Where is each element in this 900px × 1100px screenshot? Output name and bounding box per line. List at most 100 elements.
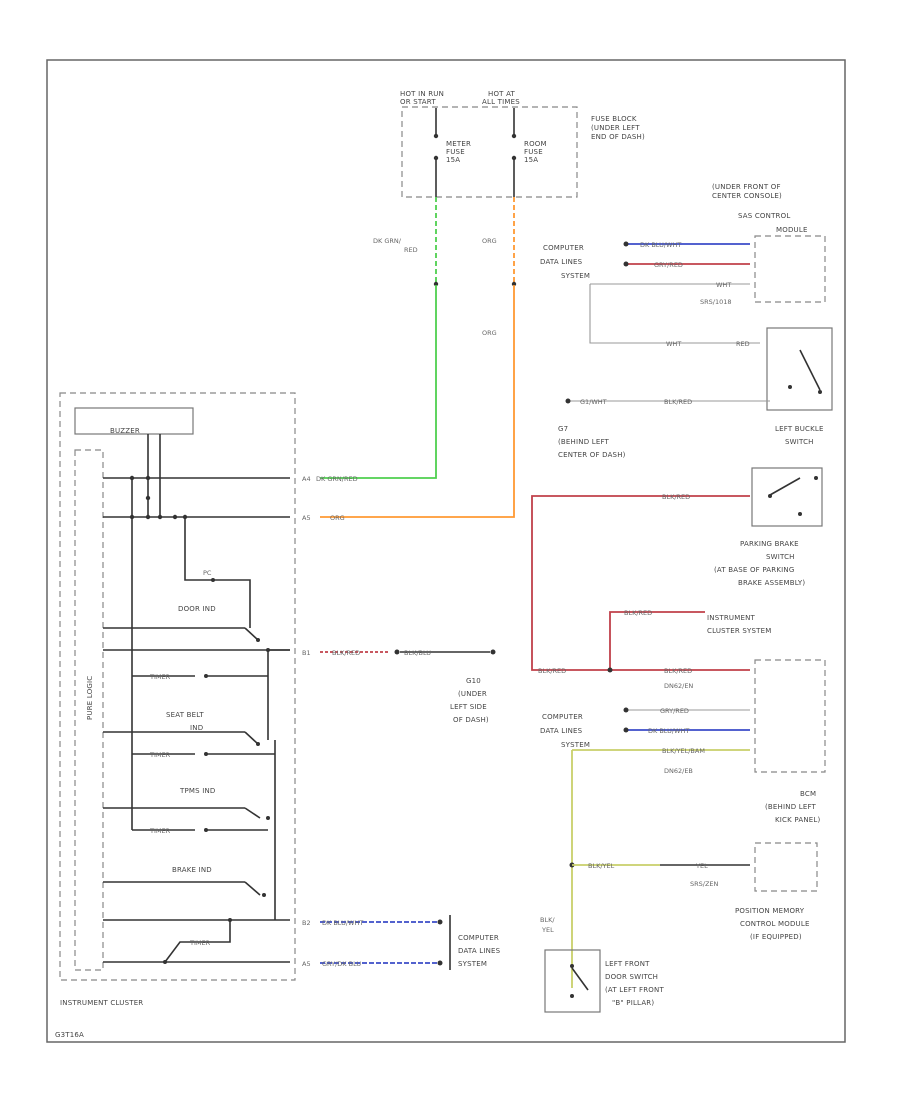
blk-yel-label-2: YEL: [541, 926, 554, 934]
instr-cluster-sys-label: INSTRUMENT: [707, 614, 756, 622]
ground-loc-label-2: CENTER OF DASH): [558, 451, 626, 459]
ind-pin-label: PC: [203, 569, 212, 577]
left-buckle-label: LEFT BUCKLE: [775, 425, 824, 433]
g10-loc-label-3: LEFT SIDE: [450, 703, 487, 711]
pin-b-label-2: A5: [302, 960, 311, 968]
buzzer-label: BUZZER: [110, 427, 140, 435]
bottom-wire-1-label: DK BLU/WHT: [322, 919, 363, 927]
door-switch-label-4: "B" PILLAR): [612, 999, 654, 1007]
pos-module-label: POSITION MEMORY: [735, 907, 805, 915]
pos-wire-1-label: BLK/YEL: [588, 862, 615, 870]
seat-belt-ind-label: SEAT BELT: [166, 711, 204, 719]
wire-label-dkgrn-red: DK GRN/: [373, 237, 402, 245]
cdl-label-1b: DATA LINES: [540, 258, 583, 266]
cdl2-wire-2-label: DK BLU/WHT: [648, 727, 689, 735]
instrument-cluster: BUZZER PURE LOGIC PC A4 DK GRN/RED A5 OR…: [59, 392, 358, 1007]
position-memory-module: BLK/YEL YEL SRS/ZEN POSITION MEMORY CONT…: [540, 750, 818, 988]
g10-label: BLK/BLU: [404, 649, 431, 657]
meter-fuse-label-2: FUSE: [446, 148, 465, 156]
bcm-conn-b-label: DN62/EB: [664, 767, 693, 775]
srs-wire-2-label: GRY/RED: [654, 261, 683, 269]
bcm-loc-label-2: KICK PANEL): [775, 816, 820, 824]
brake-ind-label: BRAKE IND: [172, 866, 212, 874]
ground-wire-label: BLK/RED: [664, 398, 692, 406]
cdl-label-2b: DATA LINES: [540, 727, 583, 735]
meter-fuse-label: METER: [446, 140, 471, 148]
srs-wire-1-label: DK BLU/WHT: [640, 241, 681, 249]
pin-b-label: A5: [302, 514, 311, 522]
room-fuse-label-2: FUSE: [524, 148, 543, 156]
diagram-id: G3T16A: [55, 1031, 84, 1039]
timer-label-1: TIMER: [149, 673, 171, 681]
wire-label-org-1: ORG: [482, 237, 497, 245]
cdl-label-3b: DATA LINES: [458, 947, 501, 955]
srs-control-module: (UNDER FRONT OF CENTER CONSOLE) SAS CONT…: [540, 183, 826, 344]
parking-brake-label-3: (AT BASE OF PARKING: [714, 566, 794, 574]
g10-loc-label-2: (UNDER: [458, 690, 487, 698]
meter-fuse-rating: 15A: [446, 156, 460, 164]
door-switch-label: LEFT FRONT: [605, 960, 650, 968]
timer-label-4: TIMER: [189, 939, 211, 947]
wire-label-org-2: ORG: [482, 329, 497, 337]
pin-d-label: B2: [302, 919, 311, 927]
hot-all-label-2: ALL TIMES: [482, 98, 520, 106]
room-fuse-label: ROOM: [524, 140, 547, 148]
pin-a-label: A4: [302, 475, 311, 483]
timer-label-2: TIMER: [149, 751, 171, 759]
fuse-block-label-3: END OF DASH): [591, 133, 645, 141]
srs-connector-label: SRS/1018: [700, 298, 732, 306]
instrument-cluster-label: INSTRUMENT CLUSTER: [60, 999, 143, 1007]
door-ind-label: DOOR IND: [178, 605, 216, 613]
hot-run-label: HOT IN RUN: [400, 90, 444, 98]
instr-wire-label: BLK/RED: [624, 609, 652, 617]
buckle-wire-2-label: RED: [736, 340, 750, 348]
left-buckle-label-2: SWITCH: [785, 438, 814, 446]
left-front-door-switch: LEFT FRONT DOOR SWITCH (AT LEFT FRONT "B…: [544, 949, 664, 1013]
g10-loc-label: G10: [466, 677, 481, 685]
pos-connector-label: SRS/ZEN: [690, 880, 719, 888]
ground-loc-g7: G7: [558, 425, 568, 433]
ground-label: G1/WHT: [580, 398, 607, 406]
pin-c-label: B1: [302, 649, 311, 657]
seat-belt-ind-label-2: IND: [190, 724, 203, 732]
fuse-block-label: FUSE BLOCK: [591, 115, 637, 123]
pure-logic-label: PURE LOGIC: [86, 676, 94, 720]
door-switch-label-3: (AT LEFT FRONT: [605, 986, 664, 994]
hot-all-label: HOT AT: [488, 90, 516, 98]
parking-brake-label-2: SWITCH: [766, 553, 795, 561]
srs-wire-3-label: WHT: [716, 281, 731, 289]
cdl-label-2c: SYSTEM: [561, 741, 590, 749]
parking-wire-label: BLK/RED: [662, 493, 690, 501]
parking-brake-label-4: BRAKE ASSEMBLY): [738, 579, 805, 587]
bcm-loc-label: (BEHIND LEFT: [765, 803, 817, 811]
cdl2-wire-3-label: BLK/YEL/BAM: [662, 747, 705, 755]
cdl2-wire-1-label: GRY/RED: [660, 707, 689, 715]
timer-label-3: TIMER: [149, 827, 171, 835]
bcm-module: BLK/RED BLK/RED DN62/EN COMPUTER DATA LI…: [538, 659, 826, 824]
instr-cluster-sys-label-2: CLUSTER SYSTEM: [707, 627, 772, 635]
wire-label-red: RED: [404, 246, 418, 254]
bottom-wire-2-label: GRY/DK BLU: [322, 960, 361, 968]
parking-brake-label: PARKING BRAKE: [740, 540, 799, 548]
g10-loc-label-4: OF DASH): [453, 716, 489, 724]
bcm-label: BCM: [800, 790, 816, 798]
srs-loc-label-2: CENTER CONSOLE): [712, 192, 782, 200]
instr-wire-label-3: BLK/RED: [664, 667, 692, 675]
parking-brake-switch: BLK/RED PARKING BRAKE SWITCH (AT BASE OF…: [531, 467, 823, 671]
cluster-green-wire-label: DK GRN/RED: [316, 475, 358, 483]
cdl-label-1c: SYSTEM: [561, 272, 590, 280]
bcm-conn-a-label: DN62/EN: [664, 682, 693, 690]
door-switch-label-2: DOOR SWITCH: [605, 973, 658, 981]
srs-module-label-2: MODULE: [776, 226, 808, 234]
pos-wire-2-label: YEL: [695, 862, 708, 870]
hot-run-label-2: OR START: [400, 98, 436, 106]
instr-wire-label-2: BLK/RED: [538, 667, 566, 675]
cdl-label-2: COMPUTER: [542, 713, 583, 721]
buckle-wire-1-label: WHT: [666, 340, 681, 348]
diagram-border: [46, 59, 846, 1043]
cdl-label-3c: SYSTEM: [458, 960, 487, 968]
fuse-block-label-2: (UNDER LEFT: [591, 124, 640, 132]
blk-yel-label: BLK/: [540, 916, 555, 924]
left-buckle-switch: WHT RED G1/WHT BLK/RED G7 (BEHIND LEFT C…: [558, 327, 833, 459]
